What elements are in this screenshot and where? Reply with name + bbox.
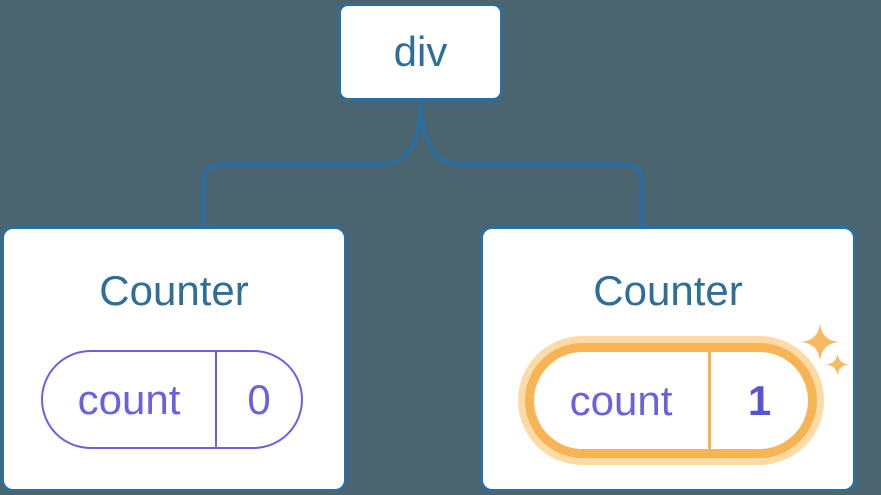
state-value-cell: 0 xyxy=(217,352,301,447)
state-badge: count 0 xyxy=(41,350,303,449)
state-name-cell: count xyxy=(43,352,217,447)
state-name-label: count xyxy=(569,376,673,424)
state-value-cell: 1 xyxy=(711,352,808,449)
counter-card-right: Counter count 1 xyxy=(480,226,856,492)
div-node-label: div xyxy=(393,28,448,75)
counter-card-left: Counter count 0 xyxy=(1,226,347,492)
state-value-label: 1 xyxy=(747,376,772,424)
tree-node-div: div xyxy=(338,3,503,101)
state-name-cell: count xyxy=(534,352,711,449)
sparkle-icon xyxy=(801,323,839,361)
connector-to-left-child xyxy=(200,100,424,227)
connector-to-right-child xyxy=(418,100,645,227)
sparkle-icon xyxy=(826,353,849,376)
state-value-label: 0 xyxy=(247,375,271,423)
state-name-label: count xyxy=(77,375,181,423)
component-name: Counter xyxy=(593,267,743,314)
state-badge-highlighted: count 1 xyxy=(525,343,817,458)
component-name: Counter xyxy=(99,267,249,314)
